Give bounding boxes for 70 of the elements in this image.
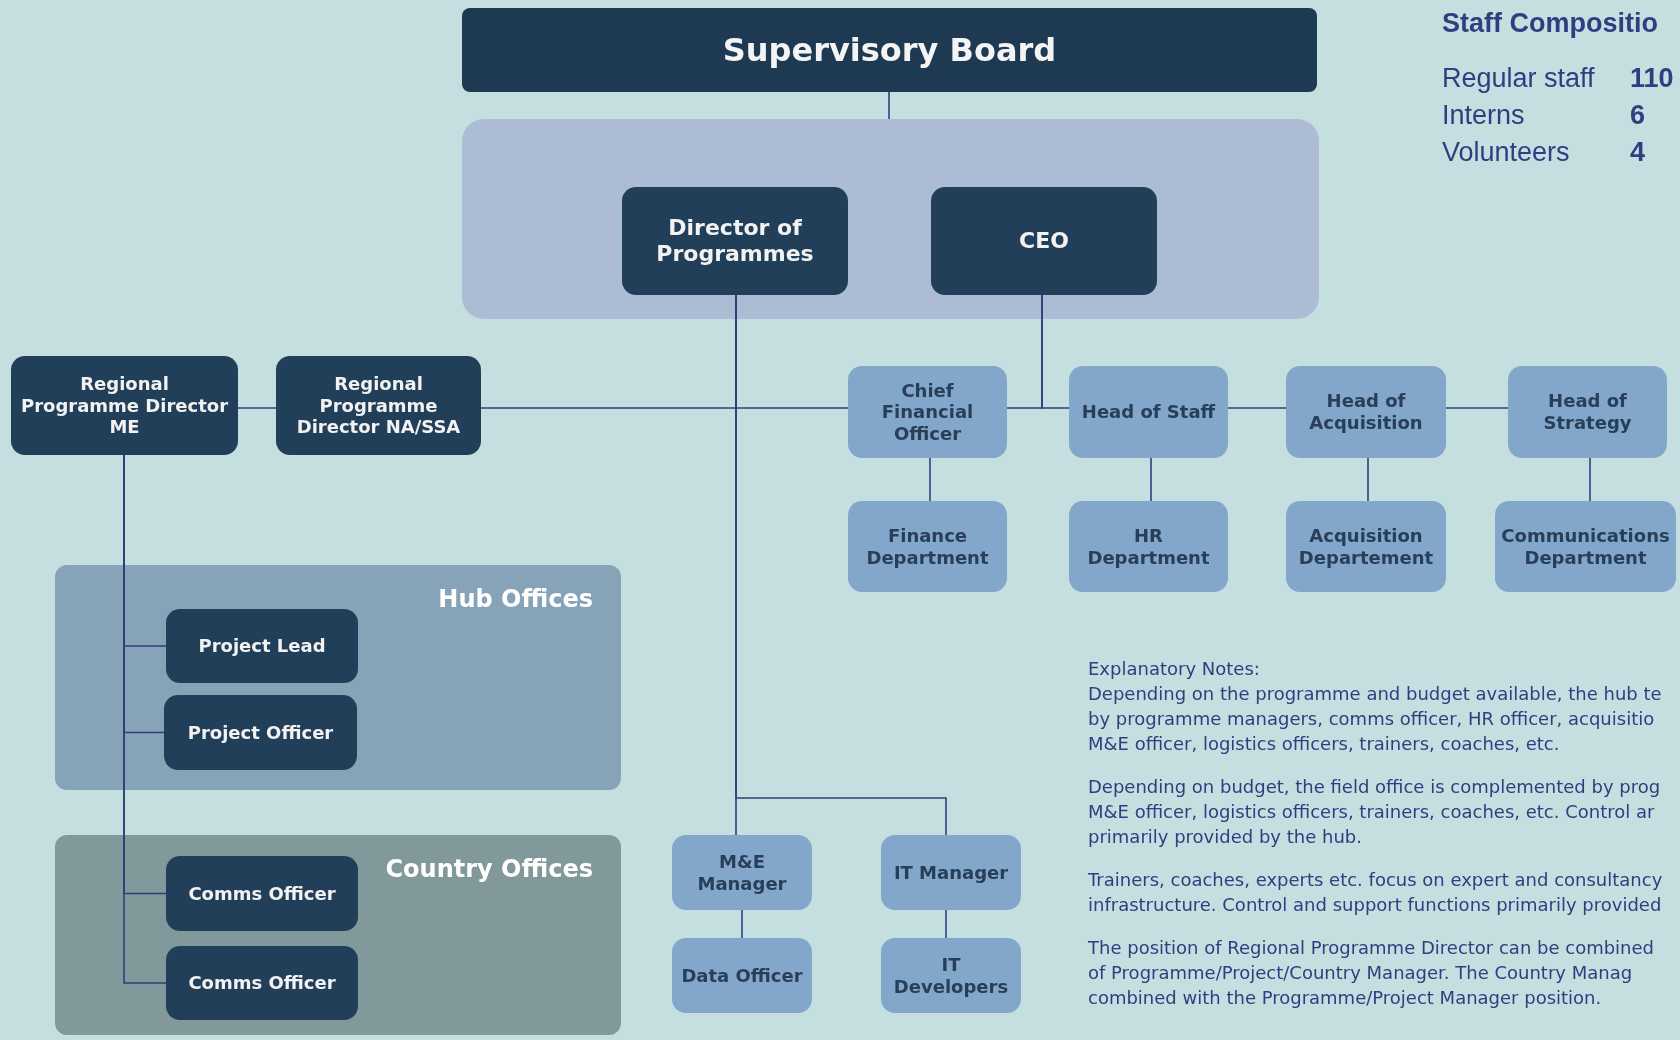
staff-category-label: Interns: [1442, 100, 1525, 131]
role-title: Regional Programme Director NA/SSA: [295, 373, 462, 438]
role-title: Project Officer: [186, 721, 335, 744]
staff-category-label: Regular staff: [1442, 63, 1595, 94]
role-box: [1069, 501, 1228, 592]
staff-count: 110: [1630, 63, 1674, 94]
connector-line: [1227, 407, 1287, 409]
role-box: [622, 187, 848, 295]
connector-line: [929, 457, 931, 502]
role-box: [166, 609, 358, 683]
role-title: Regional Programme Director ME: [19, 373, 229, 438]
role-title: Finance Department: [865, 524, 990, 569]
role-box: [881, 938, 1021, 1013]
note-paragraph: The position of Regional Programme Director can be combined of Programme/Project/Country Manager. The Country Manag combined with the Programme/Project Manager position.: [1088, 936, 1656, 1010]
role-title: Head of Acquisition: [1308, 390, 1424, 434]
role-box: [11, 356, 238, 455]
role-box: [1069, 366, 1228, 458]
role-title: Chief Financial Officer: [880, 379, 975, 445]
role-box: [881, 835, 1021, 910]
role-box: [1508, 366, 1667, 458]
staff-heading: Staff Compositio: [1442, 8, 1658, 39]
role-title: Head of Staff: [1080, 401, 1217, 423]
role-box: [166, 946, 358, 1020]
role-title: Comms Officer: [187, 972, 337, 994]
role-title: Supervisory Board: [721, 30, 1058, 70]
role-title: M&E Manager: [696, 850, 788, 895]
role-box: [166, 856, 358, 931]
role-title: Communications Department: [1500, 524, 1671, 569]
connector-line: [1367, 457, 1369, 502]
role-title: CEO: [1018, 227, 1070, 255]
staff-category-label: Volunteers: [1442, 137, 1570, 168]
role-title: Director of Programmes: [655, 214, 815, 268]
connector-line: [945, 909, 947, 939]
notes-heading: Explanatory Notes:: [1088, 657, 1261, 681]
role-title: Head of Strategy: [1542, 390, 1633, 434]
role-box: [672, 835, 812, 910]
leadership-band: [462, 119, 1319, 319]
role-title: IT Developers: [892, 953, 1010, 998]
role-title: Comms Officer: [187, 882, 337, 905]
connector-line: [1150, 457, 1152, 502]
role-title: IT Manager: [892, 861, 1010, 884]
note-paragraph: Depending on the programme and budget available, the hub te by programme managers, comms officer, HR officer, acquisitio M&E officer, logistics officers, trainers, coaches, etc.: [1088, 682, 1663, 756]
panel-heading: Hub Offices: [438, 585, 593, 613]
connector-line: [237, 407, 277, 409]
role-box: [1286, 366, 1446, 458]
board-box: [462, 8, 1317, 92]
role-box: [672, 938, 812, 1013]
connector-line: [888, 91, 890, 120]
connector-line: [741, 909, 743, 939]
role-box: [164, 695, 357, 770]
role-box: [1286, 501, 1446, 592]
role-title: Project Lead: [197, 635, 327, 657]
staff-count: 4: [1630, 137, 1646, 168]
role-title: HR Department: [1086, 524, 1211, 569]
note-paragraph: Depending on budget, the field office is complemented by prog M&E officer, logistics officers, trainers, coaches, etc. Control ar primarily provided by the hub.: [1088, 775, 1662, 849]
office-panel: [55, 835, 621, 1035]
role-box: [848, 501, 1007, 592]
connector-line: [1589, 457, 1591, 502]
role-box: [848, 366, 1007, 458]
connector-line: [1041, 294, 1070, 409]
panel-heading: Country Offices: [385, 855, 593, 883]
role-box: [1495, 501, 1676, 592]
role-box: [276, 356, 481, 455]
connector-line: [1445, 407, 1509, 409]
office-panel: [55, 565, 621, 790]
role-title: Acquisition Departement: [1297, 524, 1435, 569]
staff-count: 6: [1630, 100, 1646, 131]
role-title: Data Officer: [680, 964, 804, 987]
note-paragraph: Trainers, coaches, experts etc. focus on expert and consultancy infrastructure. Control and support functions primarily provided: [1088, 868, 1664, 917]
role-box: [931, 187, 1157, 295]
